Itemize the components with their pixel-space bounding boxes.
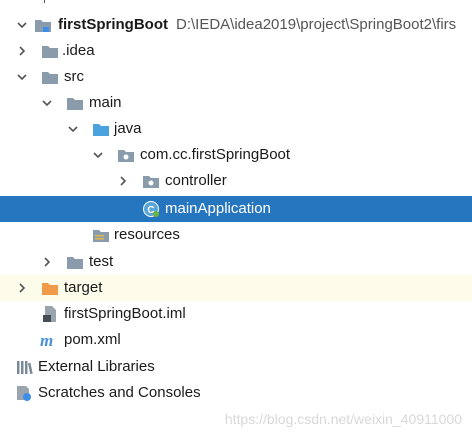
idea-label: idea: [66, 42, 95, 59]
resources-label: resources: [114, 226, 180, 243]
svg-text:m: m: [40, 331, 53, 349]
pom-label: pom.xml: [64, 331, 121, 348]
libraries-icon: [15, 358, 33, 376]
tree-row-external-libraries[interactable]: External Libraries: [0, 354, 472, 380]
tree-row-scratches[interactable]: Scratches and Consoles: [0, 380, 472, 406]
tree-row-controller[interactable]: controller: [0, 168, 472, 194]
tree-row-main-application[interactable]: C mainApplication: [0, 196, 472, 222]
src-label: src: [64, 68, 84, 85]
external-libraries-label: External Libraries: [38, 358, 155, 375]
package-icon: [117, 146, 135, 164]
tree-row-java[interactable]: java: [0, 116, 472, 142]
scratches-icon: [15, 384, 33, 402]
folder-icon: [41, 68, 59, 86]
java-label: java: [114, 120, 142, 137]
spring-boot-class-icon: C: [142, 200, 160, 218]
controller-label: controller: [165, 172, 227, 189]
tree-row-package[interactable]: com.cc.firstSpringBoot: [0, 142, 472, 168]
tree-row-root[interactable]: firstSpringBoot D:\IEDA\idea2019\project\…: [0, 12, 472, 38]
iml-label: firstSpringBoot.iml: [64, 305, 186, 322]
package-label: com.cc.firstSpringBoot: [140, 146, 291, 163]
module-folder-icon: [34, 16, 52, 34]
svg-text:C: C: [147, 205, 154, 216]
watermark: https://blog.csdn.net/weixin_40911000: [224, 411, 462, 427]
chevron-down-icon[interactable]: [14, 17, 30, 33]
source-folder-icon: [92, 120, 110, 138]
chevron-right-icon[interactable]: [115, 173, 131, 189]
main-label: main: [89, 94, 122, 111]
iml-file-icon: [41, 305, 59, 323]
package-icon: [142, 172, 160, 190]
chevron-right-icon[interactable]: [14, 43, 30, 59]
scratches-label: Scratches and Consoles: [38, 384, 201, 401]
chevron-down-icon[interactable]: [14, 69, 30, 85]
target-label: target: [64, 279, 103, 296]
tree-row-target[interactable]: target: [0, 275, 472, 301]
test-label: test: [89, 253, 114, 270]
chevron-down-icon[interactable]: [65, 121, 81, 137]
tree-row-resources[interactable]: resources: [0, 222, 472, 248]
folder-icon: [66, 253, 84, 271]
chevron-right-icon[interactable]: [14, 280, 30, 296]
tree-row-idea[interactable]: .idea: [0, 38, 472, 64]
top-clip: [0, 0, 472, 6]
root-label: firstSpringBoot: [58, 16, 168, 33]
folder-icon: [41, 42, 59, 60]
tree-row-pom[interactable]: m pom.xml: [0, 327, 472, 353]
resources-folder-icon: [92, 226, 110, 244]
maven-icon: m: [39, 331, 57, 350]
chevron-down-icon[interactable]: [39, 95, 55, 111]
chevron-right-icon[interactable]: [39, 254, 55, 270]
main-application-label: mainApplication: [165, 200, 271, 217]
tree-row-src[interactable]: src: [0, 64, 472, 90]
excluded-folder-icon: [41, 279, 59, 297]
folder-icon: [66, 94, 84, 112]
tree-row-test[interactable]: test: [0, 249, 472, 275]
tree-row-iml[interactable]: firstSpringBoot.iml: [0, 301, 472, 327]
root-path: D:\IEDA\idea2019\project\SpringBoot2\fir…: [176, 16, 457, 33]
chevron-down-icon[interactable]: [90, 147, 106, 163]
tree-row-main[interactable]: main: [0, 90, 472, 116]
